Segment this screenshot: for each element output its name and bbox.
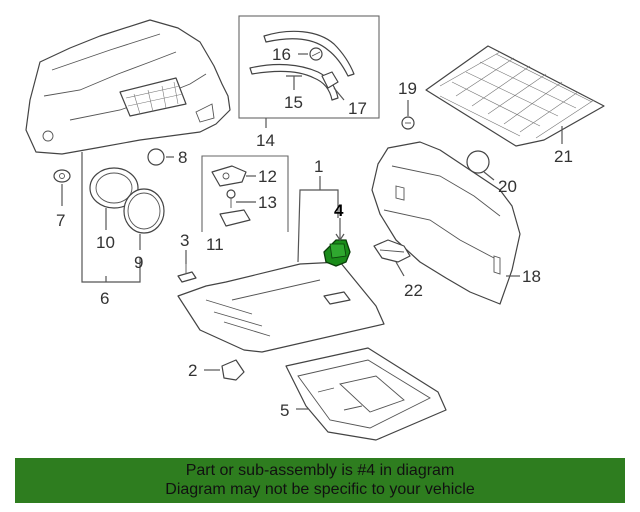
- leader-6: [81, 152, 141, 283]
- part-4-highlighted[interactable]: [323, 239, 351, 267]
- banner-line-2: Diagram may not be specific to your vehi…: [165, 481, 475, 498]
- callout-20: 20: [498, 177, 517, 196]
- part-3-push-clip[interactable]: [177, 264, 197, 283]
- part-10-ring[interactable]: [89, 167, 139, 209]
- callout-19: 19: [398, 79, 417, 98]
- info-banner: Part or sub-assembly is #4 in diagram Di…: [15, 458, 625, 503]
- callout-8: 8: [178, 148, 187, 167]
- group-box-14: [238, 15, 380, 119]
- callout-1: 1: [314, 157, 323, 176]
- part-quarter-trim-panel[interactable]: [25, 19, 231, 155]
- leader-20: [483, 171, 495, 181]
- part-8-plug[interactable]: [147, 148, 165, 166]
- part-19-bolt[interactable]: [401, 116, 415, 130]
- callout-9: 9: [134, 253, 143, 272]
- part-1-load-floor[interactable]: [177, 261, 385, 353]
- parts-diagram: 1 2 3 4 5 6 7 8 9 10 11 12 13 14 15 16 1…: [25, 15, 605, 441]
- callout-21: 21: [554, 147, 573, 166]
- part-12-bracket[interactable]: [211, 165, 247, 187]
- group-box-11: [201, 155, 289, 232]
- leader-22: [395, 261, 405, 277]
- part-9-seal[interactable]: [123, 188, 165, 234]
- callout-15: 15: [284, 93, 303, 112]
- part-16-clip[interactable]: [309, 47, 323, 61]
- callout-5: 5: [280, 401, 289, 420]
- part-22-hook[interactable]: [373, 239, 411, 263]
- part-2-bracket[interactable]: [221, 359, 245, 381]
- callout-11: 11: [206, 235, 224, 254]
- leader-15: [286, 75, 302, 90]
- leader-1: [297, 176, 339, 263]
- callout-22: 22: [404, 281, 423, 300]
- part-17-fastener[interactable]: [321, 71, 339, 89]
- part-20-cap[interactable]: [466, 150, 490, 174]
- part-18-rear-trim[interactable]: [371, 141, 521, 305]
- part-5-storage-tray[interactable]: [285, 347, 447, 441]
- part-21-cargo-net[interactable]: [425, 45, 605, 147]
- callout-4: 4: [334, 201, 344, 220]
- callout-12: 12: [258, 167, 277, 186]
- callout-10: 10: [96, 233, 115, 252]
- callout-2: 2: [188, 361, 197, 380]
- part-15-strip[interactable]: [249, 30, 355, 101]
- part-11-retainer[interactable]: [219, 209, 251, 227]
- banner-line-1: Part or sub-assembly is #4 in diagram: [185, 462, 455, 479]
- callout-14: 14: [256, 131, 275, 150]
- leader-4: [335, 218, 345, 242]
- part-13-screw[interactable]: [226, 189, 236, 208]
- leader-17: [333, 87, 345, 101]
- callout-3: 3: [180, 231, 189, 250]
- callout-6: 6: [100, 289, 109, 308]
- part-7-disc[interactable]: [53, 169, 71, 183]
- callout-18: 18: [522, 267, 541, 286]
- callout-17: 17: [348, 99, 367, 118]
- callout-13: 13: [258, 193, 277, 212]
- callout-16: 16: [272, 45, 291, 64]
- callout-7: 7: [56, 211, 65, 230]
